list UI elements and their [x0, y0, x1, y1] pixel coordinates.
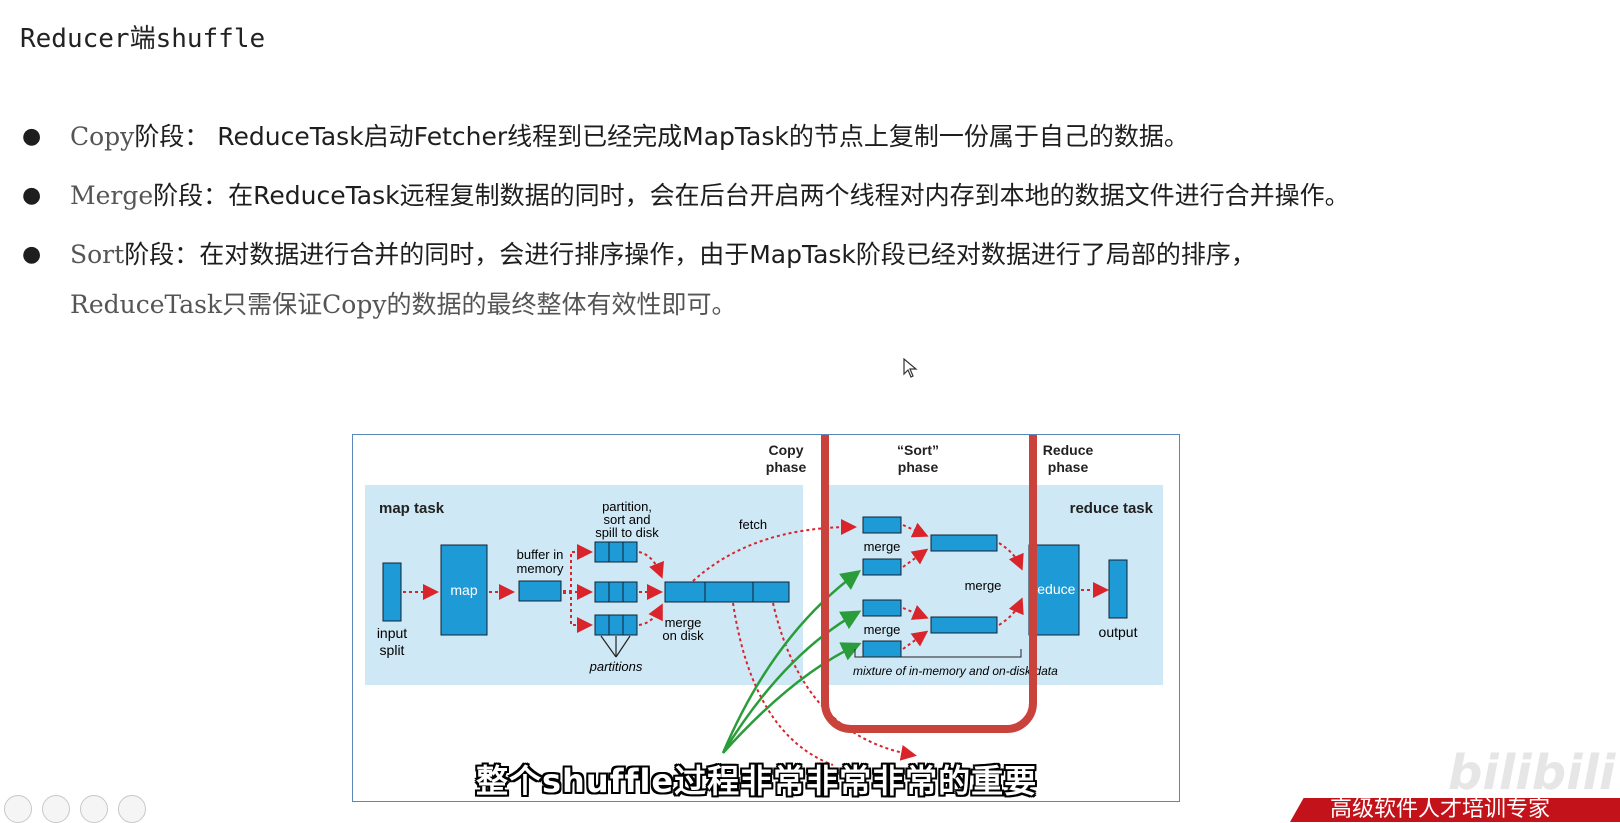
mouse-pointer-icon: [903, 358, 918, 378]
input-split-box: [382, 562, 402, 622]
merge-mid-label: merge: [965, 578, 1002, 593]
bullet-text: 阶段：在对数据进行合并的同时，会进行排序操作，由于MapTask阶段已经对数据进…: [124, 240, 1256, 269]
sort-phase-label: “Sort”: [897, 442, 939, 458]
pen-icon[interactable]: [4, 795, 32, 823]
video-subtitle: 整个shuffle过程非常非常非常的重要: [476, 762, 1038, 800]
reduce-label: reduce: [1033, 581, 1076, 597]
more-icon[interactable]: [118, 795, 146, 823]
bullet-list: ● Copy阶段： ReduceTask启动Fetcher线程到已经完成MapT…: [20, 112, 1580, 339]
merge-bottom-label: merge: [864, 622, 901, 637]
bullet-term: Merge: [70, 181, 154, 210]
copy-phase-label-2: phase: [766, 459, 807, 475]
map-box: [440, 544, 488, 636]
bullet-dot-icon: ●: [22, 242, 42, 267]
sort-phase-highlight: [821, 435, 1037, 733]
mixture-label: mixture of in-memory and on-disk data: [853, 664, 1058, 678]
map-task-label: map task: [379, 500, 445, 517]
partition-label: partition,: [602, 499, 652, 514]
reduce-phase-label: Reduce: [1043, 442, 1094, 458]
bullet-term: Sort: [70, 240, 125, 269]
merge-on-disk-label: merge: [665, 615, 702, 630]
merge-top-label: merge: [864, 539, 901, 554]
buffer-label-2: memory: [517, 561, 564, 576]
partition-label-2: sort and: [604, 512, 651, 527]
phase-labels: Copy phase “Sort” phase Reduce phase: [766, 442, 1094, 475]
slides-icon[interactable]: [42, 795, 70, 823]
bullet-text: 阶段：在ReduceTask远程复制数据的同时，会在后台开启两个线程对内存到本地…: [153, 181, 1350, 210]
reduce-merge-outputs: [930, 534, 998, 634]
fetch-label: fetch: [739, 517, 767, 532]
bullet-dot-icon: ●: [22, 183, 42, 208]
input-split-label: input: [377, 625, 407, 641]
merged-file: [664, 581, 790, 603]
reduce-task-label: reduce task: [1070, 500, 1154, 517]
bullet-merge: ● Merge阶段：在ReduceTask远程复制数据的同时，会在后台开启两个线…: [20, 171, 1580, 221]
copy-phase-label: Copy: [769, 442, 804, 458]
page-title: Reducer端shuffle: [20, 24, 266, 54]
output-label: output: [1099, 624, 1138, 640]
bilibili-watermark: bilibili: [1448, 745, 1616, 801]
map-label: map: [450, 582, 477, 598]
buffer-label: buffer in: [517, 547, 564, 562]
bullet-term: Copy: [70, 122, 135, 151]
reduce-box: [1028, 544, 1080, 636]
brand-banner: 高级软件人才培训专家: [1290, 798, 1620, 822]
bullet-dot-icon: ●: [22, 124, 42, 149]
shuffle-diagram: Copy phase “Sort” phase Reduce phase map…: [352, 434, 1180, 802]
merge-on-disk-label-2: on disk: [662, 628, 704, 643]
buffer-box: [518, 580, 562, 602]
partition-label-3: spill to disk: [595, 525, 659, 540]
reduce-phase-label-2: phase: [1048, 459, 1089, 475]
output-box: [1108, 559, 1128, 619]
bullet-continuation: ReduceTask只需保证Copy的数据的最终整体有效性即可。: [70, 290, 737, 319]
input-split-label-2: split: [380, 642, 405, 658]
reduce-merge-inputs: [862, 516, 902, 658]
bullet-copy: ● Copy阶段： ReduceTask启动Fetcher线程到已经完成MapT…: [20, 112, 1580, 162]
partition-pointers: [600, 635, 631, 658]
sort-phase-label-2: phase: [898, 459, 939, 475]
partitions-label: partitions: [589, 659, 643, 674]
zoom-icon[interactable]: [80, 795, 108, 823]
bullet-text: 阶段： ReduceTask启动Fetcher线程到已经完成MapTask的节点…: [134, 122, 1189, 151]
bullet-sort: ● Sort阶段：在对数据进行合并的同时，会进行排序操作，由于MapTask阶段…: [20, 230, 1580, 330]
slide-toolbar: [4, 795, 146, 823]
spill-files: [594, 541, 638, 636]
